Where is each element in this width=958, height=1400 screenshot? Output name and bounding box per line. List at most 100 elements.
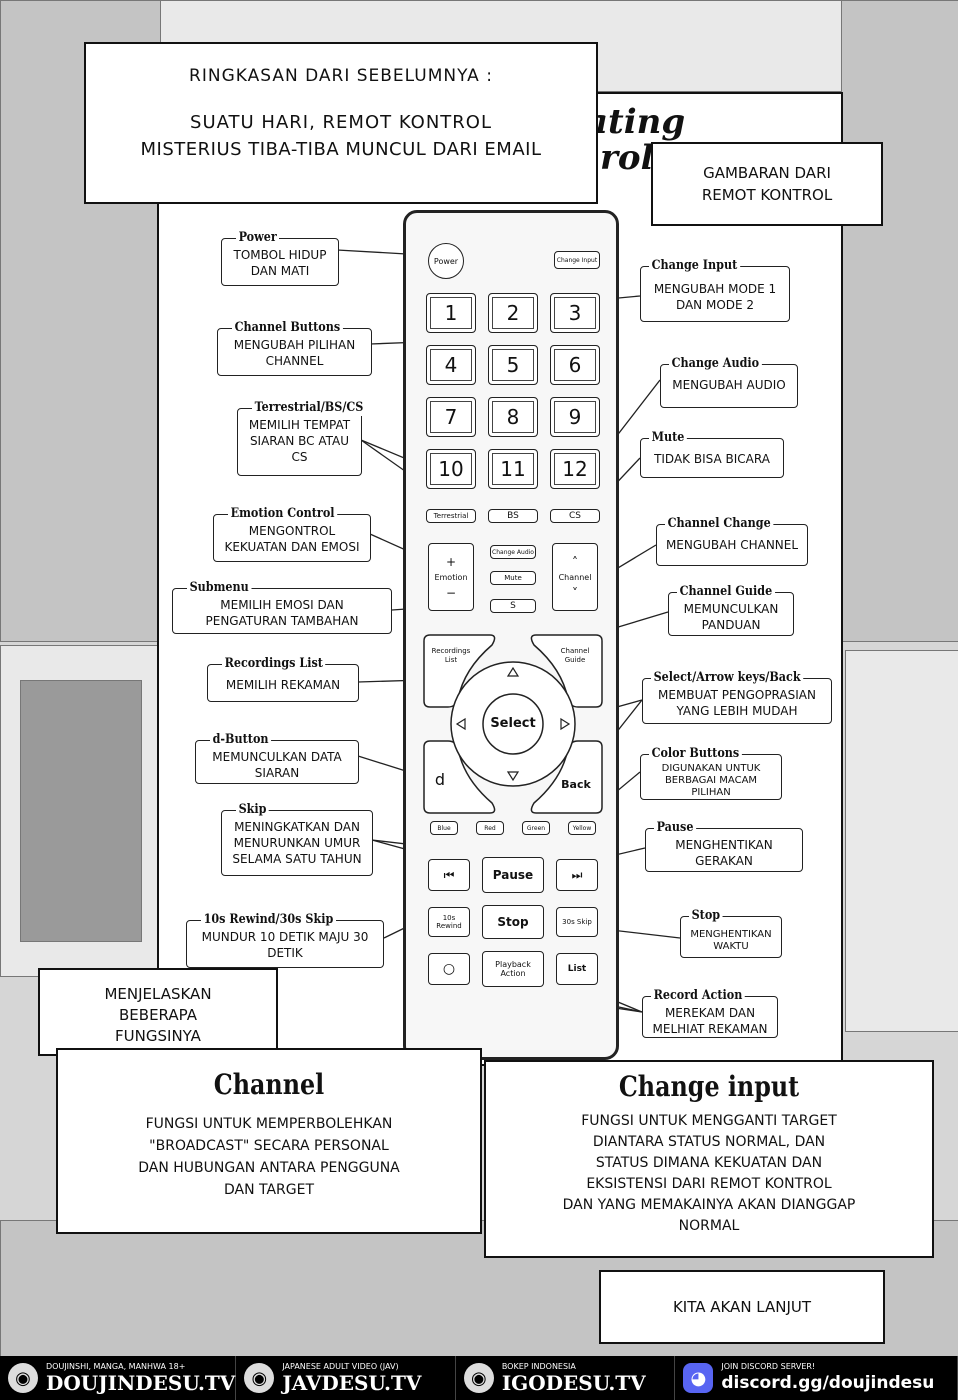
remote-d-button[interactable]: d [434, 770, 446, 789]
callout-change-input-text: MENGUBAH MODE 1 DAN MODE 2 [653, 282, 777, 312]
callout-color-buttons-text: DIGUNAKAN UNTUK BERBAGAI MACAM PILIHAN [661, 763, 761, 798]
emotion-label: Emotion [434, 572, 468, 582]
callout-emotion-control-title: Emotion Control [228, 506, 338, 522]
remote-control: Power Change Input 1 2 3 4 5 6 7 8 9 10 … [403, 210, 619, 1060]
callout-channel-guide-text: MEMUNCULKAN PANDUAN [683, 602, 779, 632]
remote-submenu-button[interactable]: S [490, 599, 536, 613]
channel-down: ˅ [572, 585, 578, 600]
channel-explanation-box: Channel FUNGSI UNTUK MEMPERBOLEHKAN "BRO… [56, 1048, 482, 1234]
change-input-box-title: Change input [618, 1070, 800, 1103]
callout-emotion-control-text: MENGONTROL KEKUATAN DAN EMOSI [224, 524, 360, 554]
continue-box: KITA AKAN LANJUT [599, 1270, 885, 1344]
remote-list-button[interactable]: List [556, 953, 598, 985]
callout-record-action: Record Action MEREKAM DAN MELHIAT REKAMA… [642, 988, 778, 1038]
callout-rewind-skip-title: 10s Rewind/30s Skip [201, 912, 336, 928]
remote-power-button[interactable]: Power [428, 243, 464, 279]
remote-recordings-list-button[interactable]: Recordings List [431, 647, 471, 664]
callout-mute-title: Mute [649, 430, 687, 446]
remote-stop-button[interactable]: Stop [482, 905, 544, 939]
picture-box-line-2: REMOT KONTROL [701, 186, 833, 204]
remote-number-2[interactable]: 2 [488, 293, 538, 333]
discord-icon: ◕ [683, 1363, 714, 1393]
callout-skip-text: MENINGKATKAN DAN MENURUNKAN UMUR SELAMA … [232, 820, 362, 866]
callout-rewind-skip-text: MUNDUR 10 DETIK MAJU 30 DETIK [201, 930, 369, 960]
remote-change-audio-button[interactable]: Change Audio [490, 545, 536, 559]
remote-number-5[interactable]: 5 [488, 345, 538, 385]
callout-submenu-title: Submenu [187, 580, 252, 596]
remote-30s-skip-button[interactable]: 30s Skip [556, 907, 598, 937]
title-fragment-bottom: rol [600, 138, 654, 178]
callout-d-button-text: MEMUNCULKAN DATA SIARAN [212, 750, 342, 780]
remote-green-button[interactable]: Green [522, 821, 550, 835]
manga-panel-left-dark [20, 680, 142, 942]
footer-link-doujindesu[interactable]: ◉ DOUJINSHI, MANGA, MANHWA 18+ DOUJINDES… [0, 1356, 237, 1400]
panda-logo-icon: ◉ [8, 1363, 38, 1393]
callout-record-action-text: MEREKAM DAN MELHIAT REKAMAN [652, 1006, 768, 1036]
remote-change-input-button[interactable]: Change Input [554, 251, 600, 269]
footer-4-small: JOIN DISCORD SERVER! [721, 1362, 816, 1371]
remote-bs-button[interactable]: BS [488, 509, 538, 523]
callout-pause-title: Pause [654, 820, 697, 836]
callout-channel-guide: Channel Guide MEMUNCULKAN PANDUAN [668, 584, 794, 636]
picture-box-line-1: GAMBARAN DARI [703, 164, 831, 182]
remote-number-8[interactable]: 8 [488, 397, 538, 437]
remote-back-button[interactable]: Back [561, 778, 591, 791]
remote-number-6[interactable]: 6 [550, 345, 600, 385]
callout-stop-text: MENGHENTIKAN WAKTU [690, 929, 772, 952]
remote-skip-back-button[interactable]: ⏮ [428, 859, 470, 891]
remote-yellow-button[interactable]: Yellow [568, 821, 596, 835]
footer-link-javdesu[interactable]: ◉ JAPANESE ADULT VIDEO (JAV) JAVDESU.TV [236, 1356, 456, 1400]
callout-mute-text: TIDAK BISA BICARA [654, 452, 770, 466]
callout-recordings-list: Recordings List MEMILIH REKAMAN [207, 656, 359, 702]
footer-link-igodesu[interactable]: ◉ BOKEP INDONESIA IGODESU.TV [456, 1356, 676, 1400]
remote-red-button[interactable]: Red [476, 821, 504, 835]
callout-recordings-list-text: MEMILIH REKAMAN [225, 678, 341, 692]
remote-blue-button[interactable]: Blue [430, 821, 458, 835]
remote-number-3[interactable]: 3 [550, 293, 600, 333]
change-input-box-line-5: DAN YANG MEMAKAINYA AKAN DIANGGAP [562, 1197, 856, 1213]
callout-channel-buttons-title: Channel Buttons [232, 320, 343, 336]
channel-box-title: Channel [213, 1068, 325, 1101]
callout-submenu-text: MEMILIH EMOSI DAN PENGATURAN TAMBAHAN [205, 598, 359, 628]
channel-up: ˄ [572, 554, 578, 569]
summary-heading: RINGKASAN DARI SEBELUMNYA : [189, 66, 493, 86]
remote-number-4[interactable]: 4 [426, 345, 476, 385]
footer-1-big: DOUJINDESU.TV [46, 1371, 236, 1395]
remote-select-button[interactable]: Select [490, 715, 536, 731]
remote-channel-guide-button[interactable]: Channel Guide [560, 647, 590, 664]
callout-change-input: Change Input MENGUBAH MODE 1 DAN MODE 2 [640, 258, 790, 322]
callout-select-arrow: Select/Arrow keys/Back MEMBUAT PENGOPRAS… [642, 670, 832, 724]
remote-cs-button[interactable]: CS [550, 509, 600, 523]
manga-panel-right-top [840, 0, 958, 642]
remote-number-1[interactable]: 1 [426, 293, 476, 333]
remote-mute-button[interactable]: Mute [490, 571, 536, 585]
remote-terrestrial-button[interactable]: Terrestrial [426, 509, 476, 523]
remote-pause-button[interactable]: Pause [482, 857, 544, 893]
remote-number-7[interactable]: 7 [426, 397, 476, 437]
callout-color-buttons: Color Buttons DIGUNAKAN UNTUK BERBAGAI M… [640, 746, 782, 800]
footer-link-discord[interactable]: ◕ JOIN DISCORD SERVER! discord.gg/doujin… [675, 1356, 958, 1400]
remote-playback-action-button[interactable]: Playback Action [482, 951, 544, 987]
change-input-box-line-2: DIANTARA STATUS NORMAL, DAN [592, 1134, 826, 1150]
remote-10s-rewind-button[interactable]: 10s Rewind [428, 907, 470, 937]
footer-4-big: discord.gg/doujindesu [721, 1373, 935, 1393]
callout-record-action-title: Record Action [651, 988, 745, 1004]
callout-d-button: d-Button MEMUNCULKAN DATA SIARAN [195, 732, 359, 784]
callout-skip: Skip MENINGKATKAN DAN MENURUNKAN UMUR SE… [221, 802, 373, 876]
callout-terrestrial-title: Terrestrial/BS/CS [252, 400, 366, 416]
remote-number-10[interactable]: 10 [426, 449, 476, 489]
remote-number-9[interactable]: 9 [550, 397, 600, 437]
callout-mute: Mute TIDAK BISA BICARA [640, 430, 784, 478]
remote-skip-forward-button[interactable]: ⏭ [556, 859, 598, 891]
remote-emotion-rocker[interactable]: + Emotion − [428, 543, 474, 611]
callout-d-button-title: d-Button [210, 732, 272, 748]
remote-picture-box: GAMBARAN DARI REMOT KONTROL [651, 142, 883, 226]
remote-channel-rocker[interactable]: ˄ Channel ˅ [552, 543, 598, 611]
callout-rewind-skip: 10s Rewind/30s Skip MUNDUR 10 DETIK MAJU… [186, 912, 384, 968]
remote-number-12[interactable]: 12 [550, 449, 600, 489]
remote-record-button[interactable]: ○ [428, 953, 470, 985]
callout-emotion-control: Emotion Control MENGONTROL KEKUATAN DAN … [213, 506, 371, 562]
remote-navigation-cluster [423, 634, 603, 814]
change-input-box-line-1: FUNGSI UNTUK MENGGANTI TARGET [581, 1113, 837, 1129]
remote-number-11[interactable]: 11 [488, 449, 538, 489]
